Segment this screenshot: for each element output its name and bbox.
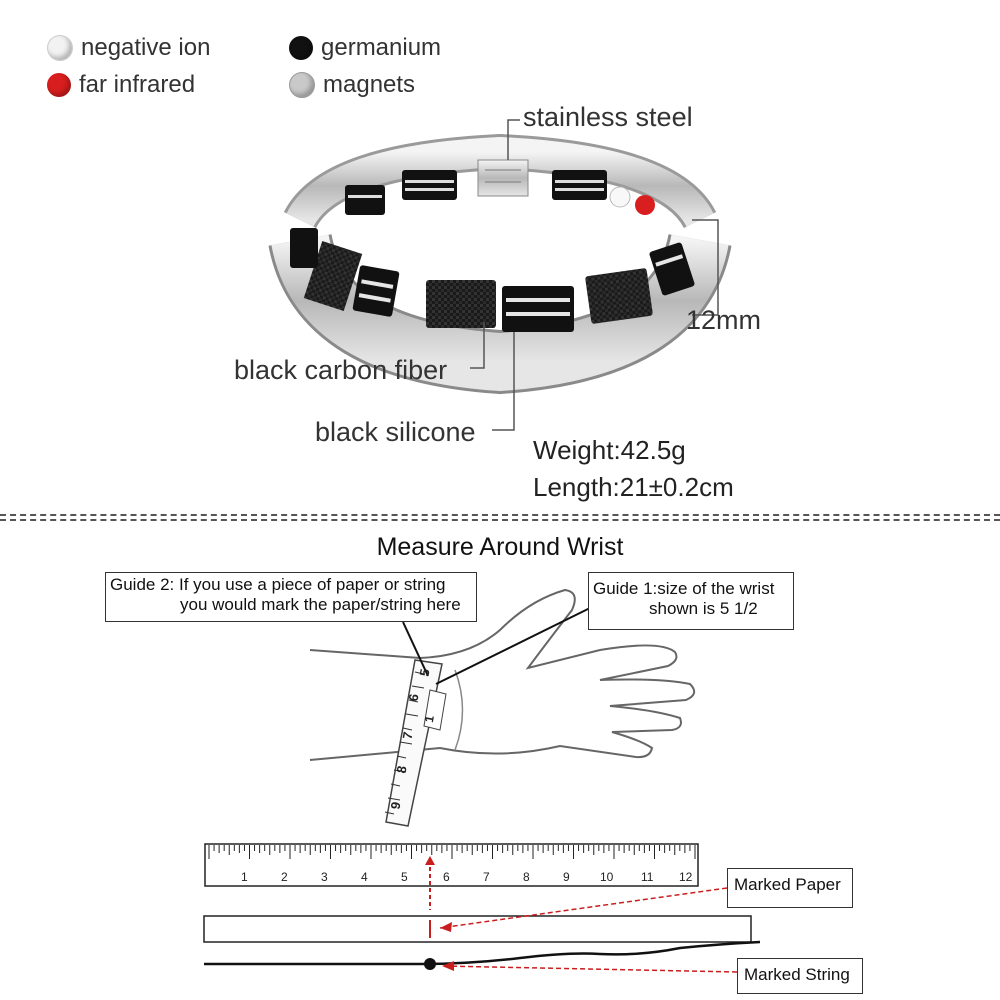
ruler-number: 1 xyxy=(241,870,248,884)
legend-germanium: germanium xyxy=(289,34,441,62)
marked-string-tag: Marked String xyxy=(737,958,863,994)
legend-label: germanium xyxy=(321,34,442,61)
ruler-number: 12 xyxy=(679,870,693,884)
section-divider xyxy=(0,514,1000,516)
legend-magnets: magnets xyxy=(289,71,415,99)
legend-label: negative ion xyxy=(81,34,211,61)
legend-label: magnets xyxy=(323,71,416,98)
ruler-numbers: 1 2 3 4 5 6 7 8 9 10 11 12 xyxy=(205,870,698,886)
ruler-number: 8 xyxy=(523,870,530,884)
negative-ion-dot-icon xyxy=(47,35,73,61)
label-width: 12mm xyxy=(686,305,762,335)
wrist-hand-illustration xyxy=(203,588,761,973)
ruler-number: 5 xyxy=(401,870,408,884)
guide-1-line-1: Guide 1:size of the wrist xyxy=(593,579,775,598)
far-infrared-dot-icon xyxy=(47,73,71,97)
magnets-dot-icon xyxy=(289,72,315,98)
section-divider xyxy=(0,519,1000,521)
marked-paper-tag: Marked Paper xyxy=(727,868,853,908)
measure-title: Measure Around Wrist xyxy=(376,533,624,561)
guide-2-line-2: you would mark the paper/string here xyxy=(180,595,461,614)
germanium-dot-icon xyxy=(289,36,313,60)
legend-label: far infrared xyxy=(79,71,196,98)
guide-2-line-1: Guide 2: If you use a piece of paper or … xyxy=(110,575,446,594)
ruler-number: 10 xyxy=(600,870,614,884)
legend-far-infrared: far infrared xyxy=(47,71,195,99)
ruler-number: 4 xyxy=(361,870,368,884)
ruler-number: 7 xyxy=(483,870,490,884)
ruler-number: 11 xyxy=(641,870,654,884)
label-stainless-steel: stainless steel xyxy=(523,102,693,132)
guide-1-line-2: shown is 5 1/2 xyxy=(649,599,758,618)
label-silicone: black silicone xyxy=(315,417,476,447)
ruler-number: 2 xyxy=(281,870,288,884)
ruler-number: 9 xyxy=(563,870,570,884)
guide-2-box: Guide 2: If you use a piece of paper or … xyxy=(105,572,477,622)
ruler-number: 3 xyxy=(321,870,328,884)
legend-negative-ion: negative ion xyxy=(47,34,210,62)
guide-1-box: Guide 1:size of the wrist shown is 5 1/2 xyxy=(588,572,794,630)
spec-weight: Weight:42.5g xyxy=(533,435,686,465)
label-carbon-fiber: black carbon fiber xyxy=(234,355,448,385)
spec-length: Length:21±0.2cm xyxy=(533,472,734,502)
ruler-number: 6 xyxy=(443,870,450,884)
bracelet-illustration xyxy=(268,119,732,431)
